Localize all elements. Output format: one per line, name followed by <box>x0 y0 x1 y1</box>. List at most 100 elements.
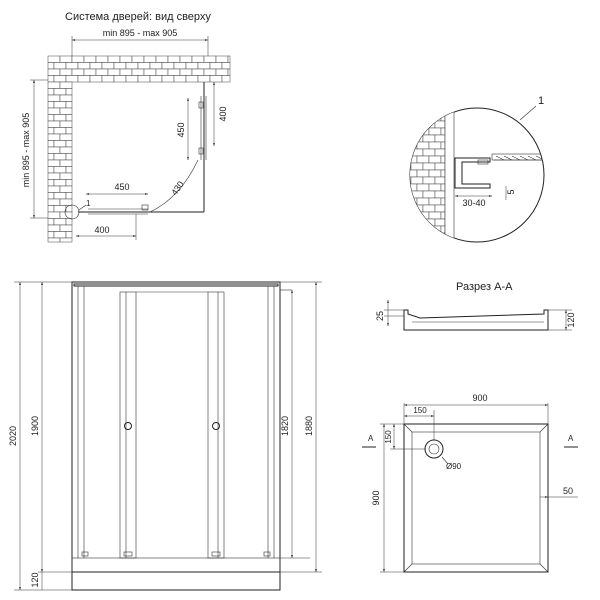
brick <box>47 55 61 63</box>
brick <box>53 166 67 174</box>
drain-y-label: 150 <box>384 430 393 444</box>
brick <box>143 55 157 63</box>
brick <box>416 155 430 164</box>
brick <box>440 113 446 122</box>
tray-section <box>403 309 549 331</box>
brick <box>410 218 424 227</box>
brick <box>428 127 442 136</box>
brick <box>53 140 67 148</box>
brick <box>422 190 436 199</box>
brick <box>59 159 73 167</box>
brick <box>113 62 127 70</box>
brick <box>47 140 55 148</box>
brick <box>422 218 436 227</box>
brick <box>440 211 446 220</box>
brick <box>143 68 157 76</box>
brick <box>411 247 423 250</box>
panel-height-label: 1880 <box>304 416 314 436</box>
door-swing-arc <box>149 159 199 213</box>
brick <box>440 169 446 178</box>
brick <box>410 134 412 143</box>
brick <box>53 231 67 239</box>
brick <box>131 55 145 63</box>
roller <box>81 551 89 557</box>
brick <box>428 225 442 234</box>
brick <box>428 113 442 122</box>
brick <box>59 55 73 63</box>
brick <box>53 218 67 226</box>
brick <box>440 155 446 164</box>
tray-plan: Ø90 900 150 150 900 50 A A <box>362 393 578 573</box>
brick <box>405 100 417 107</box>
brick <box>47 114 55 122</box>
brick <box>191 68 205 76</box>
brick <box>59 198 73 206</box>
brick <box>47 146 61 154</box>
door-handle <box>141 204 149 211</box>
detail-brick-wall <box>405 100 446 250</box>
detail-marker-circle <box>64 204 80 220</box>
left-door-profile <box>119 291 137 559</box>
brick <box>113 75 127 83</box>
brick <box>434 134 446 143</box>
brick <box>410 162 424 171</box>
top-view-title: Система дверей: вид сверху <box>65 11 211 23</box>
brick <box>53 114 67 122</box>
brick <box>173 62 187 70</box>
brick <box>410 176 424 185</box>
enclosure-frame <box>71 281 281 573</box>
right-offset-label: 400 <box>218 106 228 121</box>
brick <box>71 55 85 63</box>
drain-x-label: 150 <box>413 406 427 415</box>
brick <box>410 148 412 157</box>
tray-corner <box>539 423 549 433</box>
brick <box>59 68 73 76</box>
brick <box>422 134 436 143</box>
brick <box>416 169 430 178</box>
brick <box>83 68 97 76</box>
brick <box>53 88 67 96</box>
brick <box>53 127 67 135</box>
brick <box>149 75 163 83</box>
brick <box>215 68 229 76</box>
door-height-label: 1820 <box>280 416 290 436</box>
brick <box>47 88 55 96</box>
left-door-handle <box>124 422 132 430</box>
brick <box>215 55 229 63</box>
glass-hatching <box>494 155 544 161</box>
brick <box>410 134 424 143</box>
edge-label: 50 <box>563 486 573 496</box>
brick <box>47 81 61 89</box>
frame-height-label: 1900 <box>30 416 40 436</box>
brick <box>410 190 412 199</box>
brick <box>410 108 424 115</box>
brick <box>47 224 61 232</box>
brick <box>47 133 61 141</box>
brick <box>410 108 412 115</box>
brick <box>47 75 55 83</box>
brick <box>179 68 193 76</box>
brick <box>131 68 145 76</box>
brick <box>428 197 442 206</box>
tray-depth-label: 900 <box>371 490 381 505</box>
section-view: Разрез А-А 25 120 <box>375 281 576 331</box>
brick <box>410 120 412 129</box>
brick <box>197 75 211 83</box>
brick <box>428 183 442 192</box>
brick <box>155 68 169 76</box>
brick <box>137 62 151 70</box>
cut-label-right: A <box>568 434 574 443</box>
brick <box>47 127 55 135</box>
width-range-label: min 895 - max 905 <box>103 28 178 38</box>
brick <box>428 141 442 150</box>
brick <box>440 141 446 150</box>
brick <box>410 232 412 241</box>
right-door-handle <box>212 422 220 430</box>
brick <box>221 62 231 70</box>
brick <box>179 55 193 63</box>
brick <box>167 68 181 76</box>
callout-label: 1 <box>538 95 544 107</box>
brick <box>59 172 73 180</box>
brick <box>47 153 55 161</box>
